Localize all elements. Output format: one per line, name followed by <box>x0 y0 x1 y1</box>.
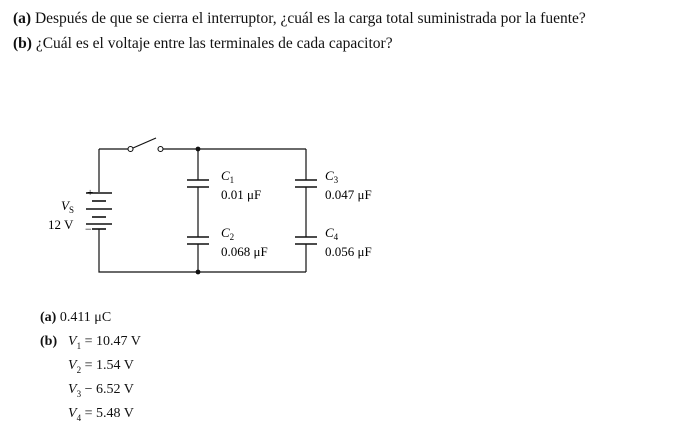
junction-top <box>195 146 201 152</box>
source-label: VS <box>61 198 74 215</box>
capacitor-c2-value: 0.068 μF <box>221 244 268 259</box>
capacitor-c2-name: C2 <box>221 225 234 242</box>
switch-blade[interactable] <box>132 137 157 149</box>
question-b-text: ¿Cuál es el voltaje entre las terminales… <box>35 35 393 52</box>
question-b-label: (b) <box>13 35 32 52</box>
question-a: (a) Después de que se cierra el interrup… <box>13 9 586 29</box>
switch-contact-right <box>157 145 164 153</box>
capacitor-c3-name: C3 <box>325 168 339 185</box>
capacitor-c4-value: 0.056 μF <box>325 244 372 259</box>
capacitor-c4-name: C4 <box>325 225 339 242</box>
answer-v2: V2 = 1.54 V <box>68 358 134 375</box>
answer-a-label: (a) <box>40 310 57 325</box>
switch-contact-left <box>127 145 134 153</box>
question-a-text: Después de que se cierra el interruptor,… <box>34 10 586 27</box>
source-value: 12 V <box>48 217 74 232</box>
wire-bottom <box>98 229 306 273</box>
capacitor-c3-value: 0.047 μF <box>325 187 372 202</box>
answer-v1: V1 = 10.47 V <box>68 334 141 351</box>
answer-a: (a) 0.411 μC <box>40 309 111 327</box>
answer-b-label: (b) <box>40 334 58 349</box>
question-a-label: (a) <box>13 10 32 27</box>
battery-minus: − <box>85 222 92 236</box>
battery-symbol <box>86 192 112 230</box>
answer-v4: V4 = 5.48 V <box>68 406 134 423</box>
answer-v3: V3 − 6.52 V <box>68 382 134 399</box>
capacitor-c1-value: 0.01 μF <box>221 187 261 202</box>
answer-a-value: 0.411 μC <box>59 310 112 325</box>
question-b: (b) ¿Cuál es el voltaje entre las termin… <box>13 34 393 54</box>
battery-plus: + <box>87 187 93 199</box>
capacitor-c1-name: C1 <box>221 168 234 185</box>
junction-bottom <box>195 269 201 275</box>
